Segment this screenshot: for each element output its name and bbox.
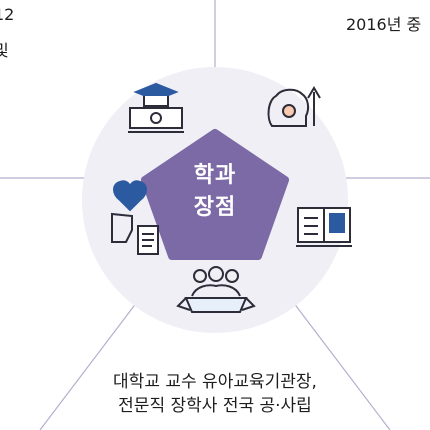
- award-growth-icon: [267, 86, 321, 127]
- center-label-line1: 학과: [193, 163, 237, 188]
- heart-hand-document-icon: [111, 180, 159, 255]
- top-left-text-line2: 및: [0, 41, 9, 60]
- center-label: 학과 장점: [175, 160, 255, 224]
- center-pentagon: [141, 129, 289, 260]
- book-icon: [296, 207, 352, 247]
- top-left-text-line1: 12: [0, 5, 15, 24]
- bottom-text-line2: 전문직 장학사 전국 공·사립: [118, 396, 312, 416]
- center-label-line2: 장점: [193, 195, 237, 220]
- bottom-text: 대학교 교수 유아교육기관장, 전문직 장학사 전국 공·사립: [0, 370, 430, 418]
- bottom-text-line1: 대학교 교수 유아교육기관장,: [113, 372, 317, 392]
- graduation-money-icon: [128, 82, 184, 133]
- top-right-text-line1: 2016년 중: [346, 15, 422, 34]
- group-ribbon-icon: [176, 266, 256, 313]
